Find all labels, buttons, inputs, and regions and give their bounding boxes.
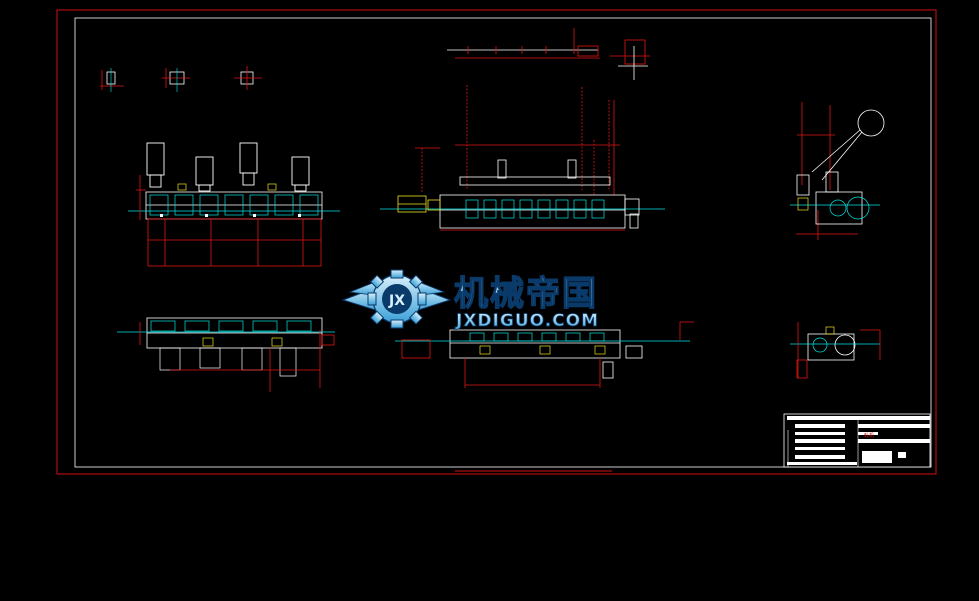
logo-letters: JX — [388, 293, 405, 309]
watermark-title-cn: 机械帝国 — [454, 274, 598, 314]
view-right-side-bottom — [790, 322, 881, 379]
detail-small-views-top-left — [100, 66, 262, 92]
sheet-inner-frame — [74, 17, 932, 468]
view-left-plan-bottom — [117, 317, 335, 392]
watermark-domain: JXDIGUO.COM — [455, 311, 599, 331]
view-right-side-top — [790, 102, 885, 240]
sheet-outer-border — [56, 9, 937, 475]
title-block: 轧机 — [783, 413, 931, 468]
watermark-logo: JX 机械帝国 JXDIGUO.COM — [341, 269, 599, 331]
view-left-elevation-top — [128, 142, 340, 267]
title-block-label: 轧机 — [864, 432, 874, 439]
view-center-elevation-top — [380, 28, 665, 231]
gear-wings-icon: JX — [341, 269, 452, 329]
view-center-plan-bottom — [395, 321, 694, 388]
